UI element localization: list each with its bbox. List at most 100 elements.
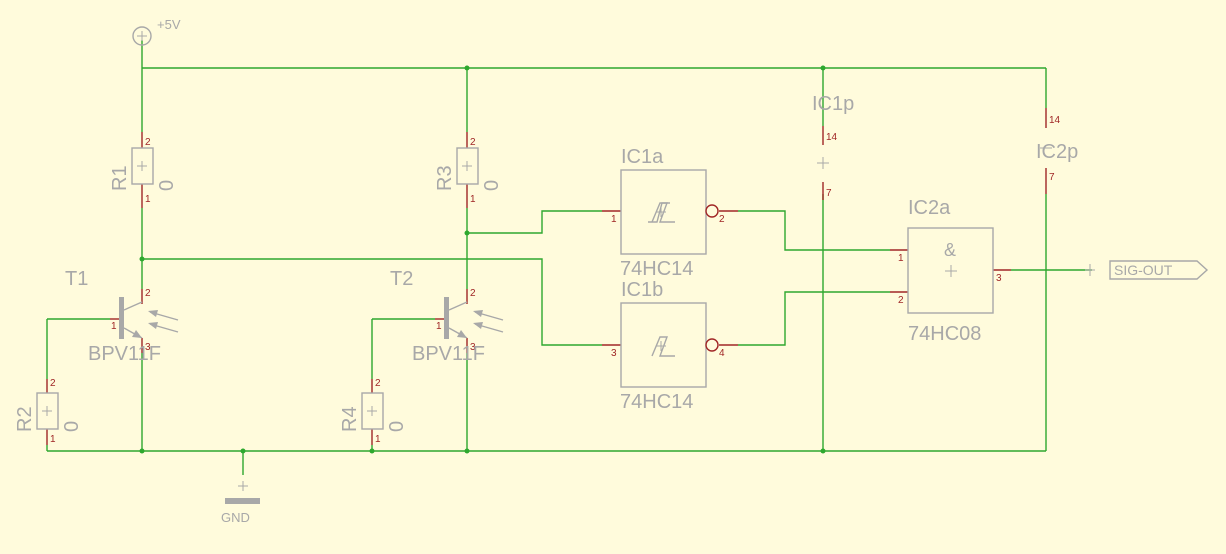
t2-light-arrow-1: [473, 310, 483, 317]
ic2a-symbol: &: [944, 240, 956, 260]
r1-name: R1: [109, 165, 131, 191]
t2-name: T2: [390, 268, 413, 290]
r4-name: R4: [339, 406, 361, 432]
gate-ic1a: 1 2 IC1a 74HC14: [602, 146, 738, 280]
supply-label: +5V: [157, 17, 181, 32]
r4-value: 0: [386, 421, 408, 432]
ic1a-inversion-bubble: [705, 204, 719, 218]
ic1b-value: 74HC14: [620, 391, 693, 413]
ic2p-gnd-number: 7: [1049, 172, 1055, 183]
t2-emitter-arrow: [457, 330, 467, 338]
t1-base-bar: [119, 297, 124, 339]
phototransistor-t1: 1 2 3 T1 BPV11F: [65, 268, 179, 365]
t2-light-arrow-2: [473, 322, 483, 329]
ic1b-inversion-bubble: [705, 338, 719, 352]
junction: [464, 448, 470, 454]
wire-ic1b-ic2a: [738, 291, 890, 346]
r2-pin2-number: 2: [50, 378, 56, 389]
t2-collector-number: 2: [470, 288, 476, 299]
r1-value: 0: [156, 180, 178, 191]
r4-pin2-number: 2: [375, 378, 381, 389]
r1-body: [131, 147, 154, 185]
power-ic2p: 14 7 IC2p: [1036, 108, 1078, 194]
r2-name: R2: [14, 406, 36, 432]
wire-ic1a-ic2a: [738, 210, 890, 251]
r3-body: [456, 147, 479, 185]
t1-collector-number: 2: [145, 288, 151, 299]
t2-value: BPV11F: [412, 343, 485, 365]
output-port-label: SIG-OUT: [1114, 262, 1173, 278]
output-port: SIG-OUT: [1085, 260, 1209, 280]
ic2a-name: IC2a: [908, 197, 951, 219]
ic1a-out-number: 2: [719, 214, 725, 225]
t1-value: BPV11F: [88, 343, 161, 365]
ic1a-name: IC1a: [621, 146, 664, 168]
ground-bar: [225, 498, 260, 504]
ic2a-body: [907, 227, 994, 314]
t2-base-bar: [444, 297, 449, 339]
junction: [139, 256, 145, 262]
r3-name: R3: [434, 165, 456, 191]
ic1a-hysteresis-icon-2: [651, 202, 675, 223]
r3-pin1-number: 1: [470, 194, 476, 205]
ic1p-gnd-number: 7: [826, 188, 832, 199]
junction: [464, 65, 470, 71]
ground-symbol: GND: [221, 481, 260, 525]
t1-emitter-arrow: [132, 330, 142, 338]
r2-body: [36, 392, 59, 430]
output-port-shape: [1109, 260, 1209, 280]
ic1b-name: IC1b: [621, 279, 663, 301]
junctions: [139, 65, 826, 454]
resistor-r1: 2 1 R1 0: [109, 132, 178, 208]
junction: [240, 448, 246, 454]
gate-ic1b: 3 4 IC1b 74HC14: [602, 279, 738, 413]
r2-value: 0: [61, 421, 83, 432]
junction: [820, 65, 826, 71]
gate-ic2a: & 1 2 3 IC2a 74HC08: [890, 197, 1011, 345]
ic1a-value: 74HC14: [620, 258, 693, 280]
ic1b-hysteresis-icon: [651, 336, 675, 357]
resistor-r3: 2 1 R3 0: [434, 132, 503, 208]
ic1p-vcc-number: 14: [826, 132, 838, 143]
wire-t2-ic1a: [467, 210, 602, 234]
supply-symbol: +5V: [132, 17, 181, 46]
r3-value: 0: [481, 180, 503, 191]
wire-t1-ic1b: [142, 258, 602, 346]
ic1b-out-number: 4: [719, 348, 725, 359]
wires: [46, 40, 1092, 475]
ic2a-in1-number: 1: [898, 253, 904, 264]
ic2p-vcc-number: 14: [1049, 115, 1061, 126]
ic1p-name: IC1p: [812, 93, 854, 115]
t1-light-arrow-2: [148, 322, 158, 329]
power-ic1p: 14 7 IC1p: [812, 93, 854, 200]
r4-pin1-number: 1: [375, 434, 381, 445]
junction: [139, 448, 145, 454]
junction: [464, 230, 470, 236]
r4-body: [361, 392, 384, 430]
r1-pin1-number: 1: [145, 194, 151, 205]
r3-pin2-number: 2: [470, 137, 476, 148]
junction: [820, 448, 826, 454]
junction: [369, 448, 375, 454]
ic1b-in-number: 3: [611, 348, 617, 359]
supply-circle: [132, 26, 152, 46]
ic2p-name: IC2p: [1036, 141, 1078, 163]
ic2a-in2-number: 2: [898, 295, 904, 306]
ic2a-value: 74HC08: [908, 323, 981, 345]
t2-collector-lead: [448, 301, 468, 311]
t1-base-number: 1: [111, 321, 117, 332]
r1-pin2-number: 2: [145, 137, 151, 148]
r2-pin1-number: 1: [50, 434, 56, 445]
t2-emitter-number: 3: [470, 342, 476, 353]
resistor-r4: 2 1 R4 0: [339, 378, 408, 445]
t1-emitter-number: 3: [145, 342, 151, 353]
ground-label: GND: [221, 510, 250, 525]
t1-name: T1: [65, 268, 88, 290]
phototransistor-t2: 1 2 3 T2 BPV11F: [390, 268, 504, 365]
ic1a-in-number: 1: [611, 214, 617, 225]
t1-collector-lead: [123, 301, 143, 311]
ic2a-out-number: 3: [996, 273, 1002, 284]
resistor-r2: 2 1 R2 0: [14, 378, 83, 445]
t1-light-arrow-1: [148, 310, 158, 317]
